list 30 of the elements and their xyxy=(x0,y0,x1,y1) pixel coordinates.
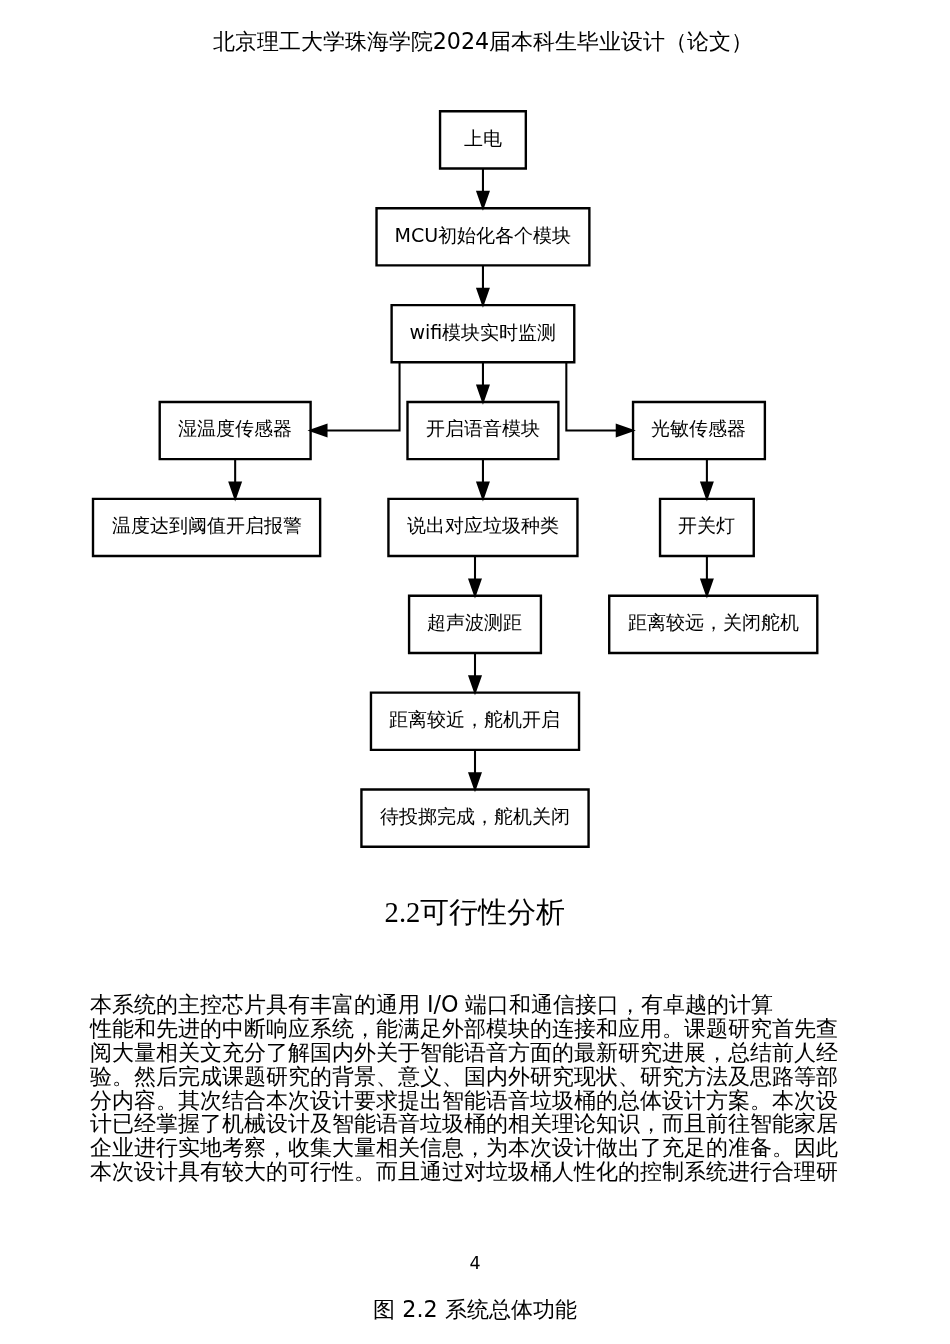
node-box: 开关灯 xyxy=(658,497,755,558)
label: 2.2可行性分析 xyxy=(384,897,566,929)
arrow xyxy=(468,750,482,793)
label: 4 xyxy=(469,1252,481,1273)
arrow xyxy=(475,265,490,308)
arrow xyxy=(699,459,714,502)
caption: 图 2.2 系统总体功能 xyxy=(373,1296,577,1323)
node-box: 上电 xyxy=(438,110,528,170)
node-box: 超声波测距 xyxy=(407,594,543,655)
arrow xyxy=(307,362,401,438)
arrow xyxy=(468,556,482,599)
node-box: 距离较远，关闭舵机 xyxy=(608,594,819,655)
node-box: 说出对应垃圾种类 xyxy=(387,497,579,558)
node-box: 开启语音模块 xyxy=(406,400,560,461)
arrow xyxy=(475,362,490,405)
node-box: 温度达到阈值开启报警 xyxy=(91,497,322,558)
label: 北京理工大学珠海学院2024届本科生毕业设计（论文） xyxy=(212,27,754,54)
label: 本系统的主控芯片具有丰富的通用 I/O 端口和通信接口，有卓越的计算性能和先进的中断响应系统，能满足外部模块的连接和应用。课题研究首先查阅大量相关文充分了解国内外关于智能语音方面的最新研究进展，总结前人经验。然后完成课题研究的背景、意义、国内外研究现状、研究方法及思路等部分内容。其次结合本次设计要求提出智能语音垃圾桶的总体设计方案。本次设计已经掌握了机械设计及智能语音垃圾桶的相关理论知识，而且前往智能家居企业进行实地考察，收集大量相关信息，为本次设计做出了充足的准备。因此本次设计具有较大的可行性。而且通过对垃圾桶人性化的控制系统进行合理研 xyxy=(89,991,838,1184)
arrow xyxy=(565,362,636,438)
node-box: wifi模块实时监测 xyxy=(390,303,576,364)
arrow xyxy=(228,459,243,502)
node-box: 距离较近，舵机开启 xyxy=(369,691,581,752)
node-box: 光敏传感器 xyxy=(631,400,767,461)
arrow xyxy=(475,459,490,502)
arrow xyxy=(468,653,482,696)
node-box: 湿温度传感器 xyxy=(158,400,312,461)
node-box: 待投掷完成，舵机关闭 xyxy=(360,788,590,848)
arrow xyxy=(475,168,490,211)
node-box: MCU初始化各个模块 xyxy=(375,207,591,267)
arrow xyxy=(699,556,714,599)
